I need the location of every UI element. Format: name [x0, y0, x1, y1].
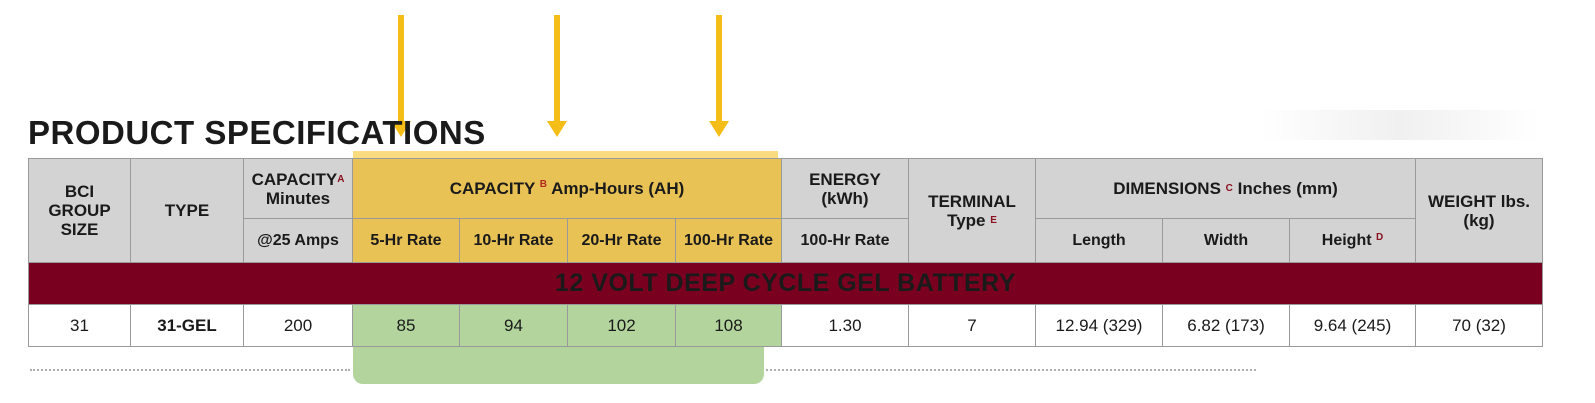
capacity-ah-header: CAPACITY B Amp-Hours (AH): [352, 158, 782, 219]
table-cell-height: 9.64 (245): [1289, 304, 1416, 347]
height-header: Height D: [1289, 218, 1416, 263]
energy-header: ENERGY (kWh): [781, 158, 909, 219]
rate-100hr: 100-Hr Rate: [675, 218, 782, 263]
down-arrow-10hr-icon: [547, 121, 567, 137]
section-banner: 12 VOLT DEEP CYCLE GEL BATTERY: [28, 262, 1543, 305]
table-cell-ah-10hr: 94: [459, 304, 568, 347]
rate-20hr: 20-Hr Rate: [567, 218, 676, 263]
energy-rate: 100-Hr Rate: [781, 218, 909, 263]
down-arrow-20hr-icon: [709, 121, 729, 137]
table-cell-ah-20hr: 102: [567, 304, 676, 347]
table-cell-bci: 31: [28, 304, 131, 347]
length-header: Length: [1035, 218, 1163, 263]
weight-header: WEIGHT lbs. (kg): [1415, 158, 1543, 263]
table-cell-energy: 1.30: [781, 304, 909, 347]
rate-10hr: 10-Hr Rate: [459, 218, 568, 263]
capacity-minutes-rate: @25 Amps: [243, 218, 353, 263]
ah-values-highlight-bottom: [353, 344, 764, 384]
table-cell-terminal: 7: [908, 304, 1036, 347]
width-header: Width: [1162, 218, 1290, 263]
down-arrow-10hr-shaft: [554, 15, 560, 121]
table-cell-ah-100hr: 108: [675, 304, 782, 347]
type-header: TYPE: [130, 158, 244, 263]
table-cell-minutes: 200: [243, 304, 353, 347]
page-title: PRODUCT SPECIFICATIONS: [28, 114, 486, 151]
table-cell-type: 31-GEL: [130, 304, 244, 347]
rate-5hr: 5-Hr Rate: [352, 218, 460, 263]
table-cell-width: 6.82 (173): [1162, 304, 1290, 347]
bci-group-size-header: BCI GROUP SIZE: [28, 158, 131, 263]
table-cell-length: 12.94 (329): [1035, 304, 1163, 347]
table-cell-weight: 70 (32): [1415, 304, 1543, 347]
down-arrow-5hr-shaft: [398, 15, 404, 121]
down-arrow-5hr-icon: [391, 121, 411, 137]
dimensions-header: DIMENSIONS C Inches (mm): [1035, 158, 1416, 219]
spec-table: BCI GROUP SIZE TYPE CAPACITYA Minutes CA…: [28, 158, 1543, 347]
capacity-minutes-header: CAPACITYA Minutes: [243, 158, 353, 219]
terminal-header: TERMINAL Type E: [908, 158, 1036, 263]
down-arrow-20hr-shaft: [716, 15, 722, 121]
footnote-dots-left: [30, 369, 350, 371]
decorative-fade: [1260, 110, 1540, 140]
table-cell-ah-5hr: 85: [352, 304, 460, 347]
footnote-dots-right: [766, 369, 1256, 371]
